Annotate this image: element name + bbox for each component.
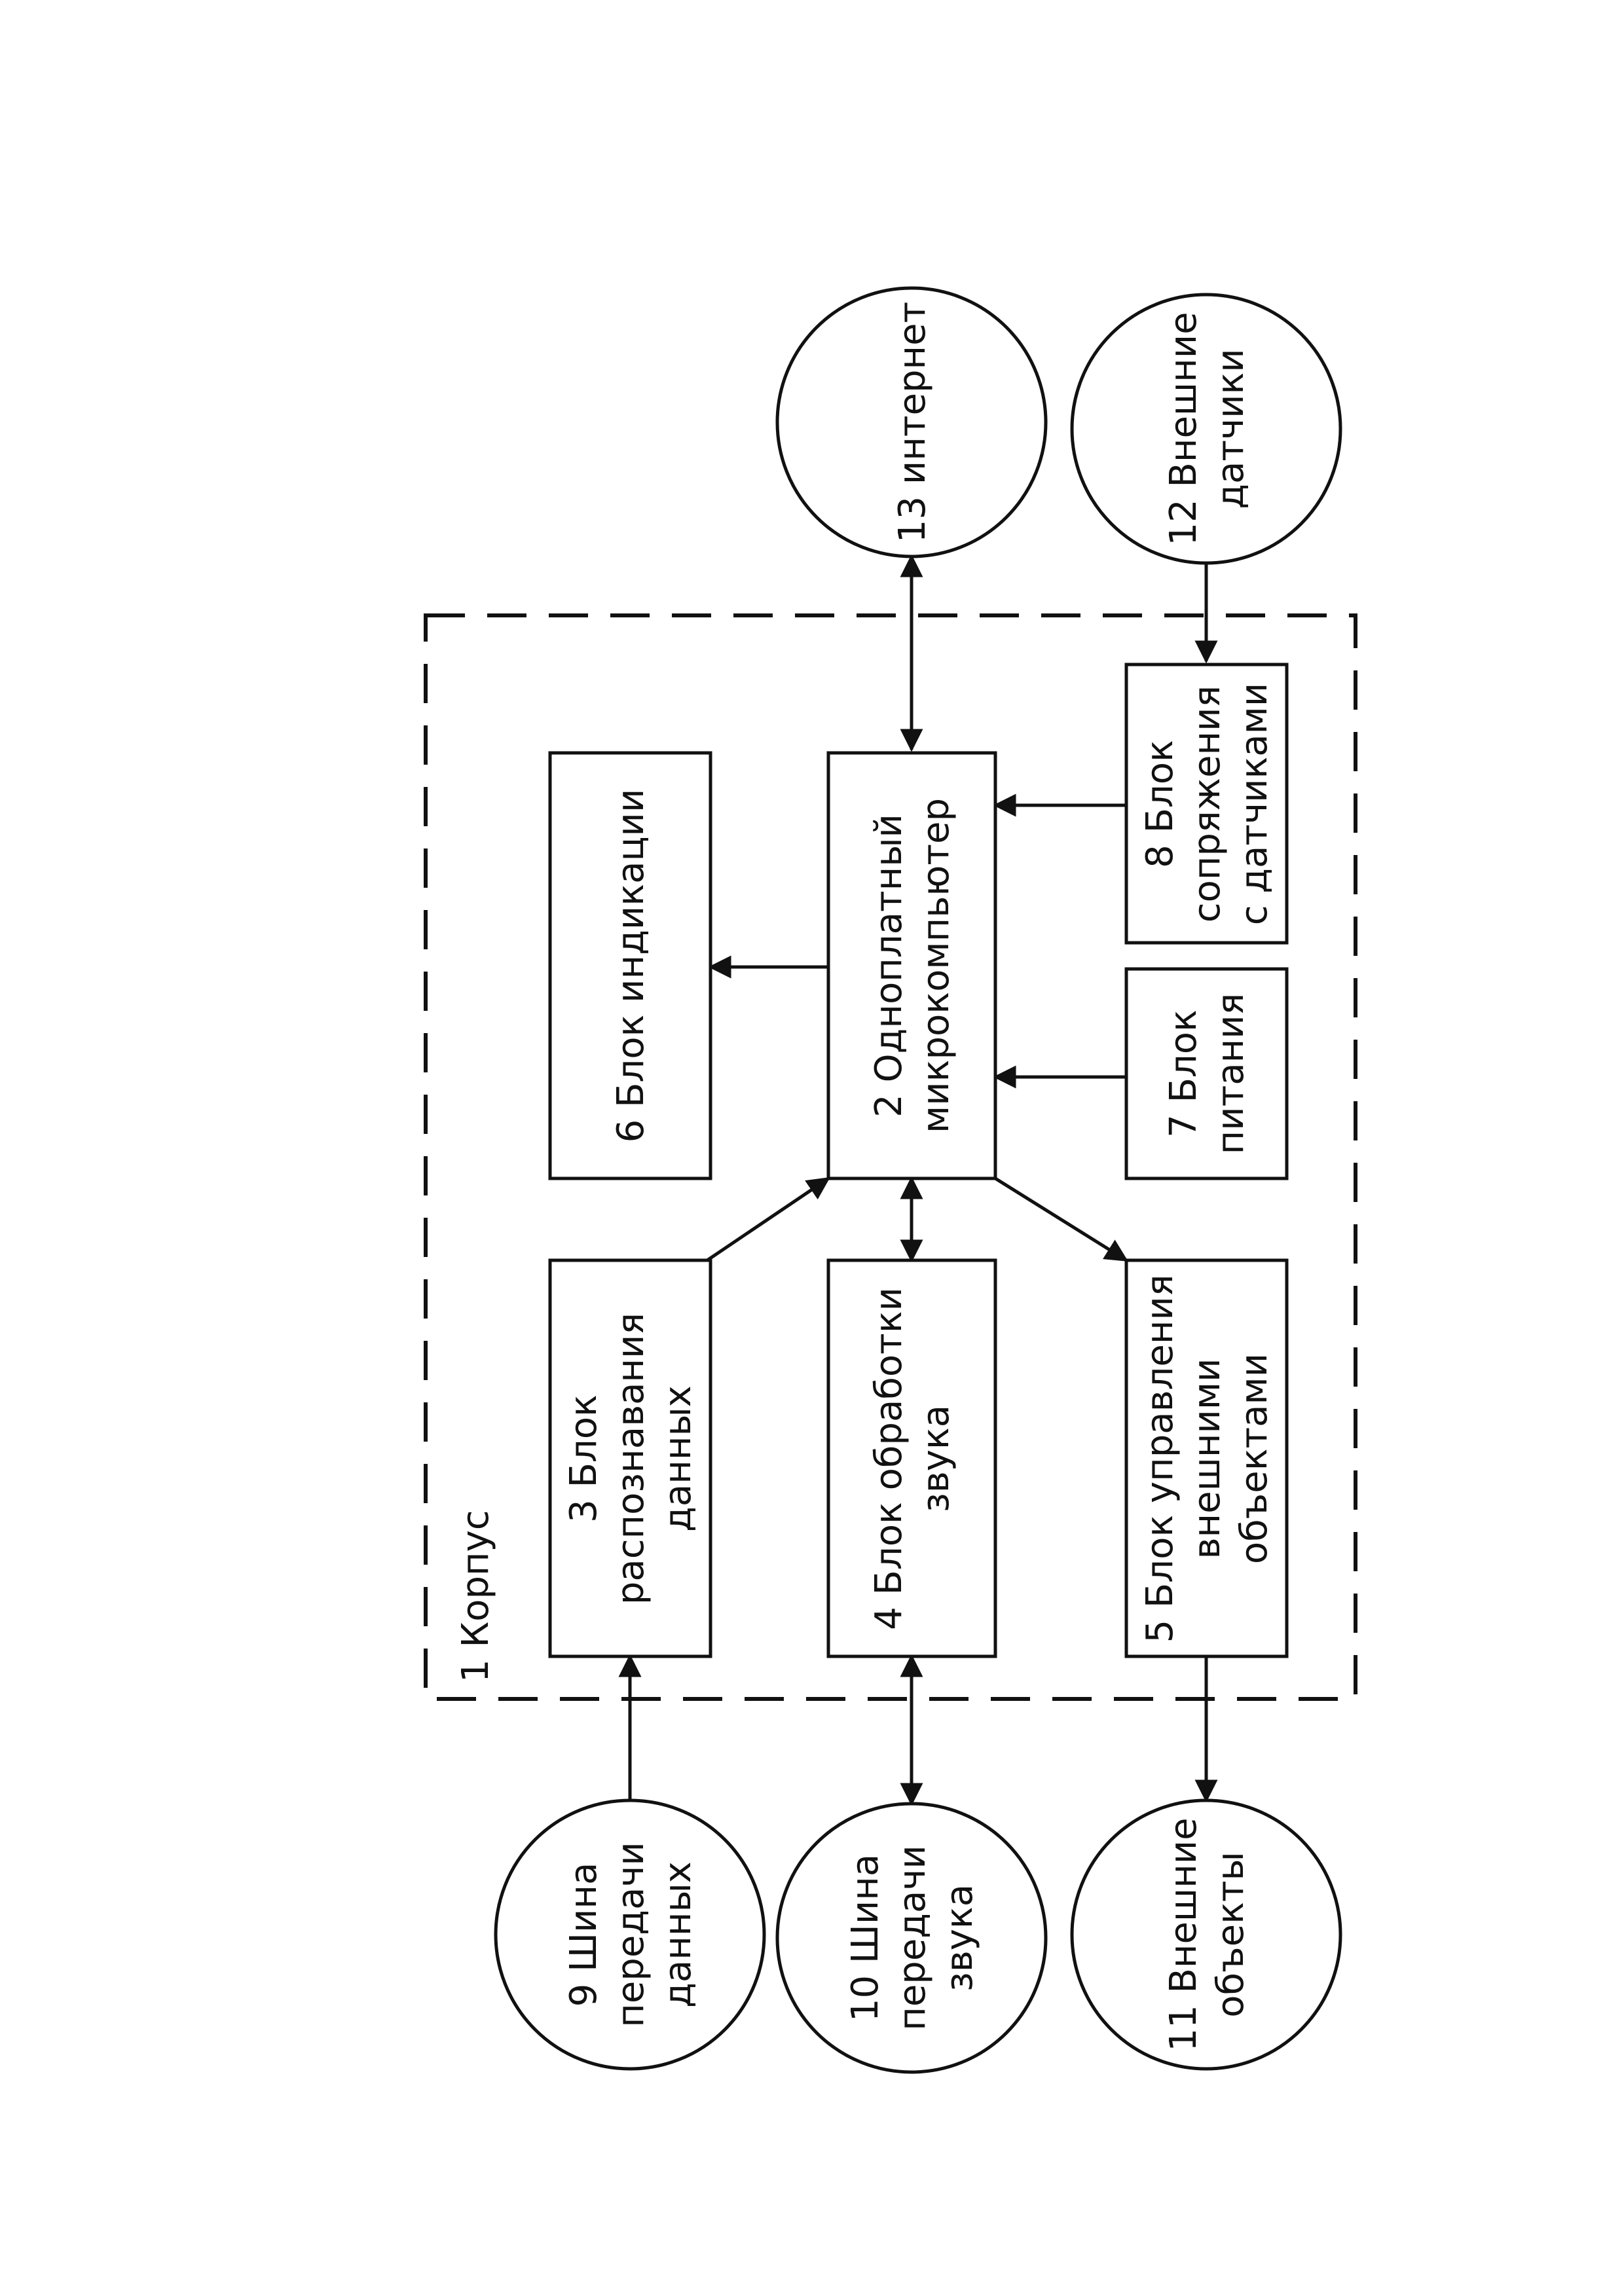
block-6-indication	[548, 751, 712, 1180]
label-line: распознавания	[610, 1313, 652, 1605]
label-line: 13 интернет	[891, 302, 934, 543]
label-line: звука	[915, 1405, 957, 1512]
label-line: звука	[938, 1884, 981, 1992]
label-line: 4 Блок обработки	[868, 1287, 910, 1630]
label-line: данных	[657, 1861, 699, 2008]
circle-13-label: 13 интернет	[891, 302, 934, 543]
circle-9-data-bus	[494, 1798, 766, 2071]
housing-label: 1 Корпус	[454, 1510, 497, 1683]
label-line: микрокомпьютер	[915, 798, 957, 1133]
label-line: 10 Шина	[844, 1854, 887, 2022]
label-line: 11 Внешние	[1162, 1817, 1205, 2051]
circle-10-sound-bus	[775, 1802, 1048, 2074]
label-line: питания	[1209, 993, 1252, 1155]
label-line: 8 Блок	[1139, 740, 1181, 868]
arrow-recognition-to-microcomputer	[706, 1176, 830, 1262]
label-line: данных	[657, 1385, 699, 1532]
label-line: объекты	[1209, 1851, 1252, 2017]
circle-11-external-objects	[1070, 1798, 1342, 2071]
label-line: с датчиками	[1233, 683, 1276, 926]
block-2-microcomputer	[826, 751, 997, 1180]
label-line: внешними	[1186, 1358, 1228, 1559]
label-line: 12 Внешние	[1162, 312, 1205, 545]
label-line: 6 Блок индикации	[610, 789, 652, 1143]
label-line: 3 Блок	[563, 1394, 605, 1523]
label-line: передачи	[891, 1845, 934, 2031]
block-5-external-control	[1124, 1258, 1289, 1658]
circle-12-external-sensors	[1070, 293, 1342, 565]
label-line: 5 Блок управления	[1139, 1274, 1181, 1643]
label-line: датчики	[1209, 348, 1252, 509]
label-line: 7 Блок	[1162, 1010, 1205, 1138]
block-4-sound-processing	[826, 1258, 997, 1658]
arrow-microcomputer-to-control	[994, 1176, 1128, 1262]
block-7-power	[1124, 967, 1289, 1180]
block-8-sensor-interface	[1124, 663, 1289, 945]
connectors	[618, 554, 1218, 1806]
label-line: 9 Шина	[563, 1863, 605, 2007]
label-line: сопряжения	[1186, 685, 1228, 923]
housing-frame	[424, 613, 1357, 1701]
label-line: 2 Одноплатный	[868, 814, 910, 1118]
label-line: передачи	[610, 1842, 652, 2028]
circle-13-internet	[775, 286, 1048, 558]
block-6-label: 6 Блок индикации	[610, 789, 652, 1143]
label-line: объектами	[1233, 1353, 1276, 1564]
block-3-recognition	[548, 1258, 712, 1658]
